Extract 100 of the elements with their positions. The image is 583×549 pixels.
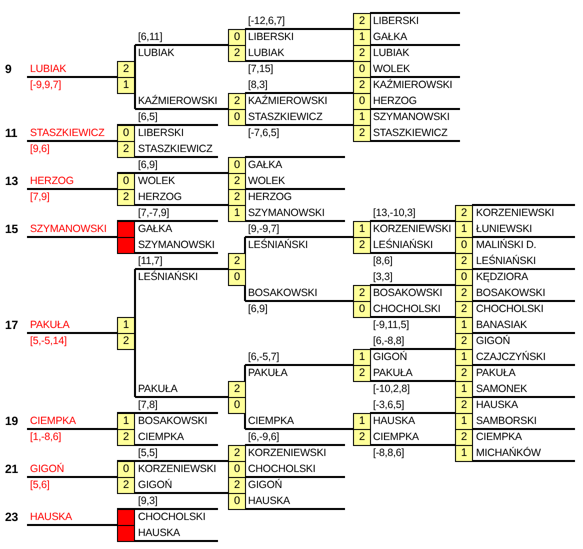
player-name: CHOCHOLSKI [476,302,544,317]
player-name: KORZENIEWSKI [373,222,452,237]
score-box: 2 [455,365,473,382]
player-name: CIEMPKA [248,414,294,429]
player-name: CIEMPKA [30,414,76,429]
walkover-box [117,525,135,542]
score-box: 1 [455,381,473,398]
player-name: PAKUŁA [373,366,412,381]
player-name: HERZOG [138,190,182,205]
player-name: KAŹMIEROWSKI [248,94,328,109]
score-box: 0 [228,461,246,478]
player-name: WOLEK [373,62,410,77]
score-box: 0 [455,269,473,286]
set-scores: [6,-5,7] [248,350,280,365]
player-name: LEŚNIAŃSKI [373,238,433,253]
player-name: LUBIAK [248,46,284,61]
set-scores: [6,-8,8] [373,334,404,349]
score-box: 2 [353,237,371,254]
player-name: LEŚNIAŃSKI [476,254,536,269]
player-name: GIGOŃ [248,478,282,493]
score-box: 1 [455,413,473,430]
set-scores: [11,7] [138,254,162,269]
set-scores: [1,-8,6] [30,430,62,445]
score-box: 1 [455,445,473,462]
set-scores: [8,6] [373,254,392,269]
player-name: LIBERSKI [138,126,184,141]
player-name: SAMONEK [476,382,528,397]
player-name: LIBERSKI [248,30,294,45]
player-name: KAŹMIEROWSKI [138,94,218,109]
player-name: WOLEK [138,174,175,189]
player-name: STASZKIEWICZ [373,126,448,141]
player-name: KORZENIEWSKI [138,462,216,477]
score-box: 2 [353,285,371,302]
score-box: 1 [117,413,135,430]
player-name: LIBERSKI [373,14,419,29]
set-scores: [-10,2,8] [373,382,410,397]
score-box: 0 [353,93,371,110]
player-name: GIGOŃ [476,334,510,349]
score-box: 0 [455,237,473,254]
player-name: STASZKIEWICZ [138,142,212,157]
set-scores: [5,6] [30,478,50,493]
player-name: HAUSKA [138,526,180,541]
player-name: PAKUŁA [138,382,178,397]
player-name: CZAJCZYŃSKI [476,350,546,365]
set-scores: [-3,6,5] [373,398,404,413]
score-box: 1 [228,205,246,222]
player-name: SZYMANOWSKI [30,222,107,237]
score-box: 1 [455,349,473,366]
player-name: HAUSKA [30,510,72,525]
set-scores: [7,9] [30,190,50,205]
player-name: KORZENIEWSKI [248,446,326,461]
score-box: 2 [455,253,473,270]
player-name: HAUSKA [248,494,290,509]
score-box: 2 [455,301,473,318]
player-name: CHOCHOLSKI [373,302,440,317]
player-name: MICHAŃKÓW [476,446,541,461]
score-box: 2 [353,77,371,94]
seed-number: 23 [5,509,18,525]
score-box: 1 [353,413,371,430]
player-name: KAŹMIEROWSKI [373,78,452,93]
player-name: BOSAKOWSKI [248,286,318,301]
player-name: SZYMANOWSKI [248,206,325,221]
score-box: 2 [228,173,246,190]
score-box: 0 [228,397,246,414]
score-box: 1 [455,317,473,334]
score-box: 0 [228,29,246,46]
set-scores: [-9,11,5] [373,318,409,333]
score-box: 0 [117,125,135,142]
score-box: 1 [353,109,371,126]
set-scores: [5,5] [138,446,158,461]
player-name: SZYMANOWSKI [373,110,450,125]
set-scores: [6,5] [138,110,158,125]
player-name: LEŚNIAŃSKI [248,238,308,253]
score-box: 2 [353,13,371,30]
score-box: 2 [228,253,246,270]
player-name: PAKUŁA [248,366,288,381]
set-scores: [9,6] [30,142,50,157]
player-name: GAŁKA [248,158,282,173]
player-name: SAMBORSKI [476,414,537,429]
set-scores: [6,-9,6] [248,430,280,445]
score-box: 1 [455,221,473,238]
score-box: 0 [228,157,246,174]
score-box: 2 [455,429,473,446]
player-name: CIEMPKA [373,430,419,445]
player-name: LUBIAK [373,46,410,61]
player-name: STASZKIEWICZ [30,126,104,141]
player-name: KĘDZIORA [476,270,528,285]
set-scores: [3,3] [373,270,392,285]
player-name: BOSAKOWSKI [138,414,208,429]
player-name: CIEMPKA [476,430,522,445]
player-name: PAKUŁA [30,318,70,333]
score-box: 2 [455,333,473,350]
player-name: HAUSKA [373,414,415,429]
player-name: CHOCHOLSKI [138,510,206,525]
score-box: 2 [353,45,371,62]
score-box: 1 [353,29,371,46]
player-name: PAKUŁA [476,366,516,381]
set-scores: [8,3] [248,78,268,93]
set-scores: [7,-7,9] [138,206,170,221]
score-box: 0 [353,61,371,78]
